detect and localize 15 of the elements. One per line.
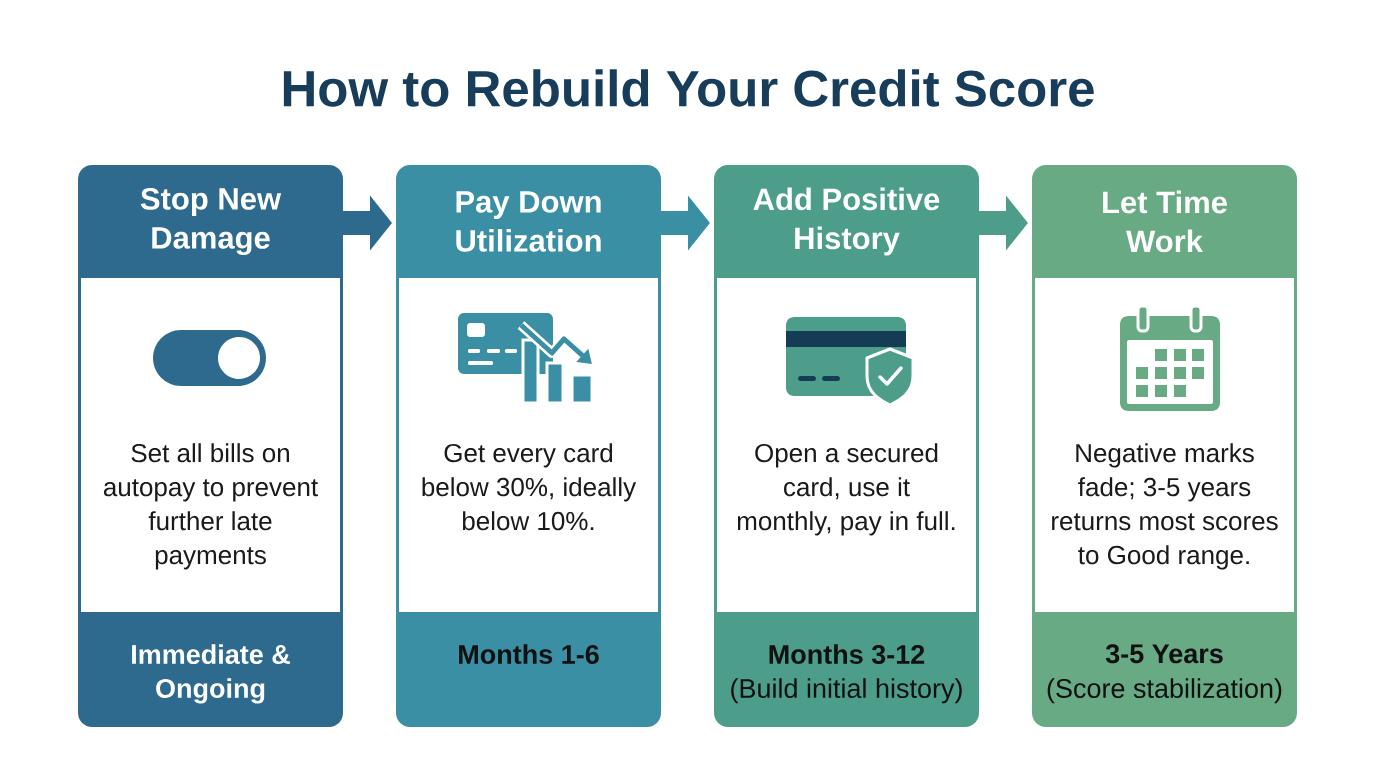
step-heading: Stop New Damage	[140, 187, 282, 256]
timeframe-label: Immediate & Ongoing	[132, 644, 290, 704]
step-heading: Add Positive History	[753, 187, 940, 256]
step-description: Set all bills on autopay to prevent further late payments	[103, 443, 318, 570]
timeframe-note: (Build initial history)	[731, 678, 962, 704]
timeframe-label: 3-5 Years	[1105, 644, 1223, 664]
step-description: Negative marks fade; 3-5 years returns most scores to Good range.	[1052, 443, 1278, 570]
title: How to Rebuild Your Credit Score	[283, 69, 1094, 107]
step-heading: Pay Down Utilization	[456, 191, 601, 252]
timeframe-note: (Score stabilization)	[1047, 678, 1282, 704]
step-heading: Let Time Work	[1103, 190, 1227, 253]
timeframe-label: Months 1-6	[459, 644, 599, 665]
step-description: Get every card below 30%, ideally below 10%.	[422, 443, 637, 531]
timeframe-label: Months 3-12	[769, 644, 925, 665]
step-description: Open a secured card, use it monthly, pay in full.	[737, 443, 955, 536]
